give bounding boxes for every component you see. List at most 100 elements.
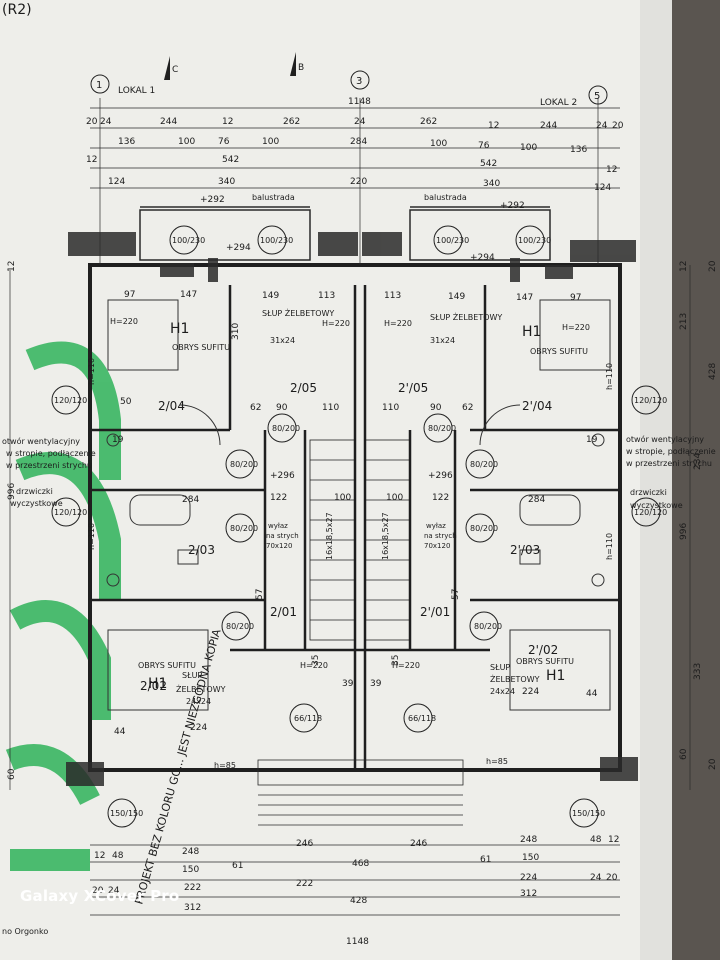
- slup-left-bottom: SŁUP: [182, 671, 202, 680]
- h220-left-3: H=220: [300, 661, 328, 670]
- slup-right-bottom: SŁUP: [490, 663, 510, 672]
- vent-note-left-2: w stropie, podłączenie: [6, 449, 96, 458]
- cleanout-note-left-1: drzwiczki: [16, 487, 53, 496]
- dim-top-r1-9: 24: [596, 121, 608, 131]
- inner-dim-110-l: 110: [322, 403, 339, 413]
- h110-right-2: h=110: [605, 533, 614, 560]
- opening-label-13: 120/120: [54, 396, 87, 405]
- vent-note-right-2: w stropie, podłączenie: [626, 447, 716, 456]
- dim-top-r1-3: 12: [222, 117, 233, 127]
- opening-label-15: 120/120: [54, 508, 87, 517]
- axis-label-5: 5: [594, 91, 600, 102]
- dim-top-r2-7: 100: [520, 143, 537, 153]
- dim-right-234: 234: [693, 453, 703, 470]
- inner-dim-284-r: 284: [528, 495, 545, 505]
- inner-dim-122-l: 122: [270, 493, 287, 503]
- inner-dim-19-l: 19: [112, 435, 124, 445]
- stairs-right: [364, 439, 411, 641]
- dim-top-r4-2: 220: [350, 177, 367, 187]
- inner-dim-149: 149: [262, 291, 279, 301]
- inner-dim-113-l: 113: [318, 291, 335, 301]
- sheet-tag: (R2): [2, 2, 32, 18]
- room-2p-01: 2'/01: [420, 605, 450, 619]
- inner-dim-62-r: 62: [462, 403, 473, 413]
- dim-right-996: 996: [679, 523, 689, 540]
- dim-top-r1-7: 12: [488, 121, 499, 131]
- dim-bot-r1-6: 48: [590, 835, 602, 845]
- inner-dim-147: 147: [180, 290, 197, 300]
- section-label-c: C: [172, 65, 178, 75]
- cleanout-note-right-2: wyczystkowe: [630, 501, 683, 510]
- dim-top-r1-4: 262: [283, 117, 300, 127]
- inner-dim-97: 97: [124, 290, 135, 300]
- dim-top-r3-3: 12: [606, 165, 617, 175]
- level-5: +296: [270, 471, 295, 481]
- room-2p-02: 2'/02: [528, 643, 558, 657]
- h220-left-1: H=220: [110, 317, 138, 326]
- level-4: +294: [470, 253, 495, 263]
- axis-bubble-3: [350, 70, 370, 90]
- dim-bot-r1-2: 248: [182, 847, 199, 857]
- stairs-left: [309, 439, 356, 641]
- stairs-label-right: 16x18,5x27: [381, 512, 390, 560]
- level-6: +296: [428, 471, 453, 481]
- dim-bot-r1-1: 48: [112, 851, 124, 861]
- level-3: +294: [226, 243, 251, 253]
- dim-right-12: 12: [679, 261, 689, 272]
- dim-top-r4-4: 124: [594, 183, 611, 193]
- dim-top-r4-3: 340: [483, 179, 500, 189]
- dim-bot-r2-2: 468: [352, 859, 369, 869]
- inner-dim-57-r: 57: [451, 589, 461, 600]
- inner-dim-35-l: 35: [311, 655, 321, 666]
- dim-left-996: 996: [7, 483, 17, 500]
- inner-dim-147-r: 147: [516, 293, 533, 303]
- dim-top-r1-0: 20: [86, 117, 98, 127]
- dim-bot-r1-7: 12: [608, 835, 619, 845]
- dim-left-12: 12: [7, 261, 17, 272]
- cleanout-note-right-1: drzwiczki: [630, 488, 667, 497]
- h110-right-1: h=110: [605, 363, 614, 390]
- room-2-01: 2/01: [270, 605, 297, 619]
- slup-left-top: SŁUP ŻELBETOWY: [262, 308, 334, 318]
- opening-label-16: 120/120: [634, 508, 667, 517]
- dim-bot-r3-2: 222: [184, 883, 201, 893]
- opening-label-8: 80/200: [470, 460, 498, 469]
- device-caption: Galaxy XCover Pro: [20, 887, 180, 905]
- dim-bot-r3-4: 224: [520, 873, 537, 883]
- balcony-outline: [139, 206, 551, 261]
- inner-dim-122-r: 122: [432, 493, 449, 503]
- inner-dim-44-r: 44: [586, 689, 598, 699]
- opening-label-2: 100/230: [260, 236, 293, 245]
- dim-bot-r4-1: 312: [184, 903, 201, 913]
- slup-right-bottom-size: 24x24: [490, 687, 515, 696]
- dim-top-r2-5: 100: [430, 139, 447, 149]
- slup-right-top-size: 31x24: [430, 336, 455, 345]
- lokal-left: LOKAL 1: [118, 86, 155, 96]
- inner-dim-44-l: 44: [114, 727, 126, 737]
- section-label-b: B: [298, 63, 304, 73]
- dim-bot-r4-2: 312: [520, 889, 537, 899]
- obrys-right-top: OBRYS SUFITU: [530, 347, 588, 356]
- opening-label-6: 80/200: [428, 424, 456, 433]
- inner-dim-284-l: 284: [182, 495, 199, 505]
- opening-label-17: 66/118: [294, 714, 322, 723]
- h220-right-1: H=220: [384, 319, 412, 328]
- dim-top-r2-1: 100: [178, 137, 195, 147]
- dim-top-r2-2: 76: [218, 137, 230, 147]
- lokal-right: LOKAL 2: [540, 98, 577, 108]
- dim-bot-r2-1: 61: [232, 861, 243, 871]
- dim-bot-r1-3: 246: [296, 839, 313, 849]
- inner-dim-224-l: 224: [190, 723, 207, 733]
- dim-right-333: 333: [693, 663, 703, 680]
- inner-dim-100-r: 100: [386, 493, 403, 503]
- inner-dim-310: 310: [231, 323, 241, 340]
- h220-right-3: H=220: [392, 661, 420, 670]
- dim-bot-r4-0: 428: [350, 896, 367, 906]
- na-strych-left: na strych: [266, 532, 299, 540]
- dim-top-r3-2: 542: [480, 159, 497, 169]
- wylaz-left: wyłaz: [268, 522, 288, 530]
- dim-right-213: 213: [679, 313, 689, 330]
- h110-left-1: h=110: [87, 358, 96, 385]
- dim-top-r4-1: 340: [218, 177, 235, 187]
- dim-top-r1-1: 24: [100, 117, 112, 127]
